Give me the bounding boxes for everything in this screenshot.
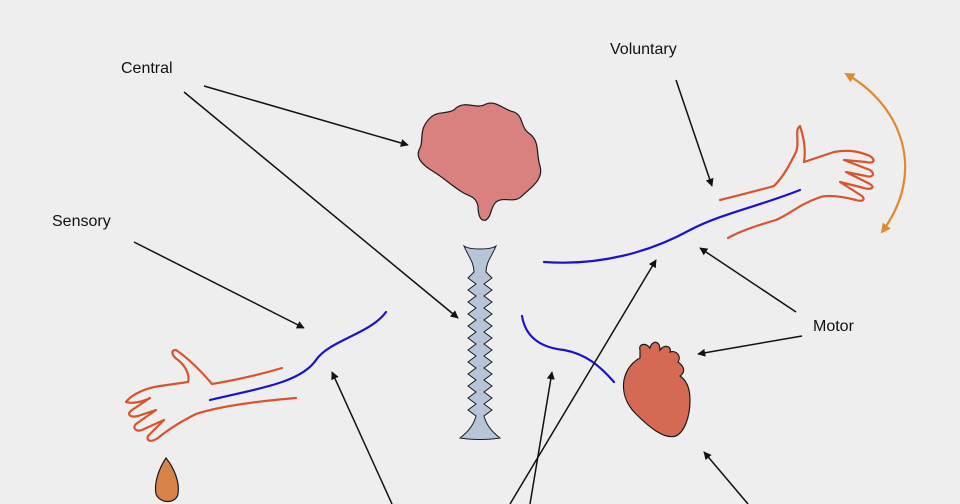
label-central: Central <box>121 60 173 77</box>
nerve-fibers <box>208 188 802 402</box>
arrow-motor-heart <box>697 335 803 357</box>
arrow-bottom-left-arm <box>331 371 393 504</box>
pointer-arrows <box>133 79 803 504</box>
left-arm-icon <box>124 348 298 442</box>
arrow-central-spine <box>183 91 459 319</box>
motor-nerve-heart <box>520 314 616 384</box>
movement-arrow <box>844 73 907 234</box>
heart-icon <box>622 341 691 438</box>
arrow-motor-arm <box>699 247 797 313</box>
arrow-sensory-nerve <box>133 241 305 329</box>
flame-icon <box>154 456 179 503</box>
arrow-bottom-nerve-heart <box>529 371 555 504</box>
arrow-bottom-heart <box>703 451 749 504</box>
brain-icon <box>417 102 542 221</box>
arrow-voluntary-arm <box>675 79 714 187</box>
label-voluntary: Voluntary <box>610 41 677 58</box>
arrow-central-brain <box>203 85 409 147</box>
label-sensory: Sensory <box>52 213 111 230</box>
label-motor: Motor <box>813 318 854 335</box>
motor-nerve-arm <box>542 188 802 264</box>
sensory-nerve-arm <box>208 310 388 402</box>
arrow-bottom-motor-nerve <box>509 259 657 504</box>
spinal-cord-icon <box>458 244 502 440</box>
right-arm-icon <box>718 124 875 240</box>
